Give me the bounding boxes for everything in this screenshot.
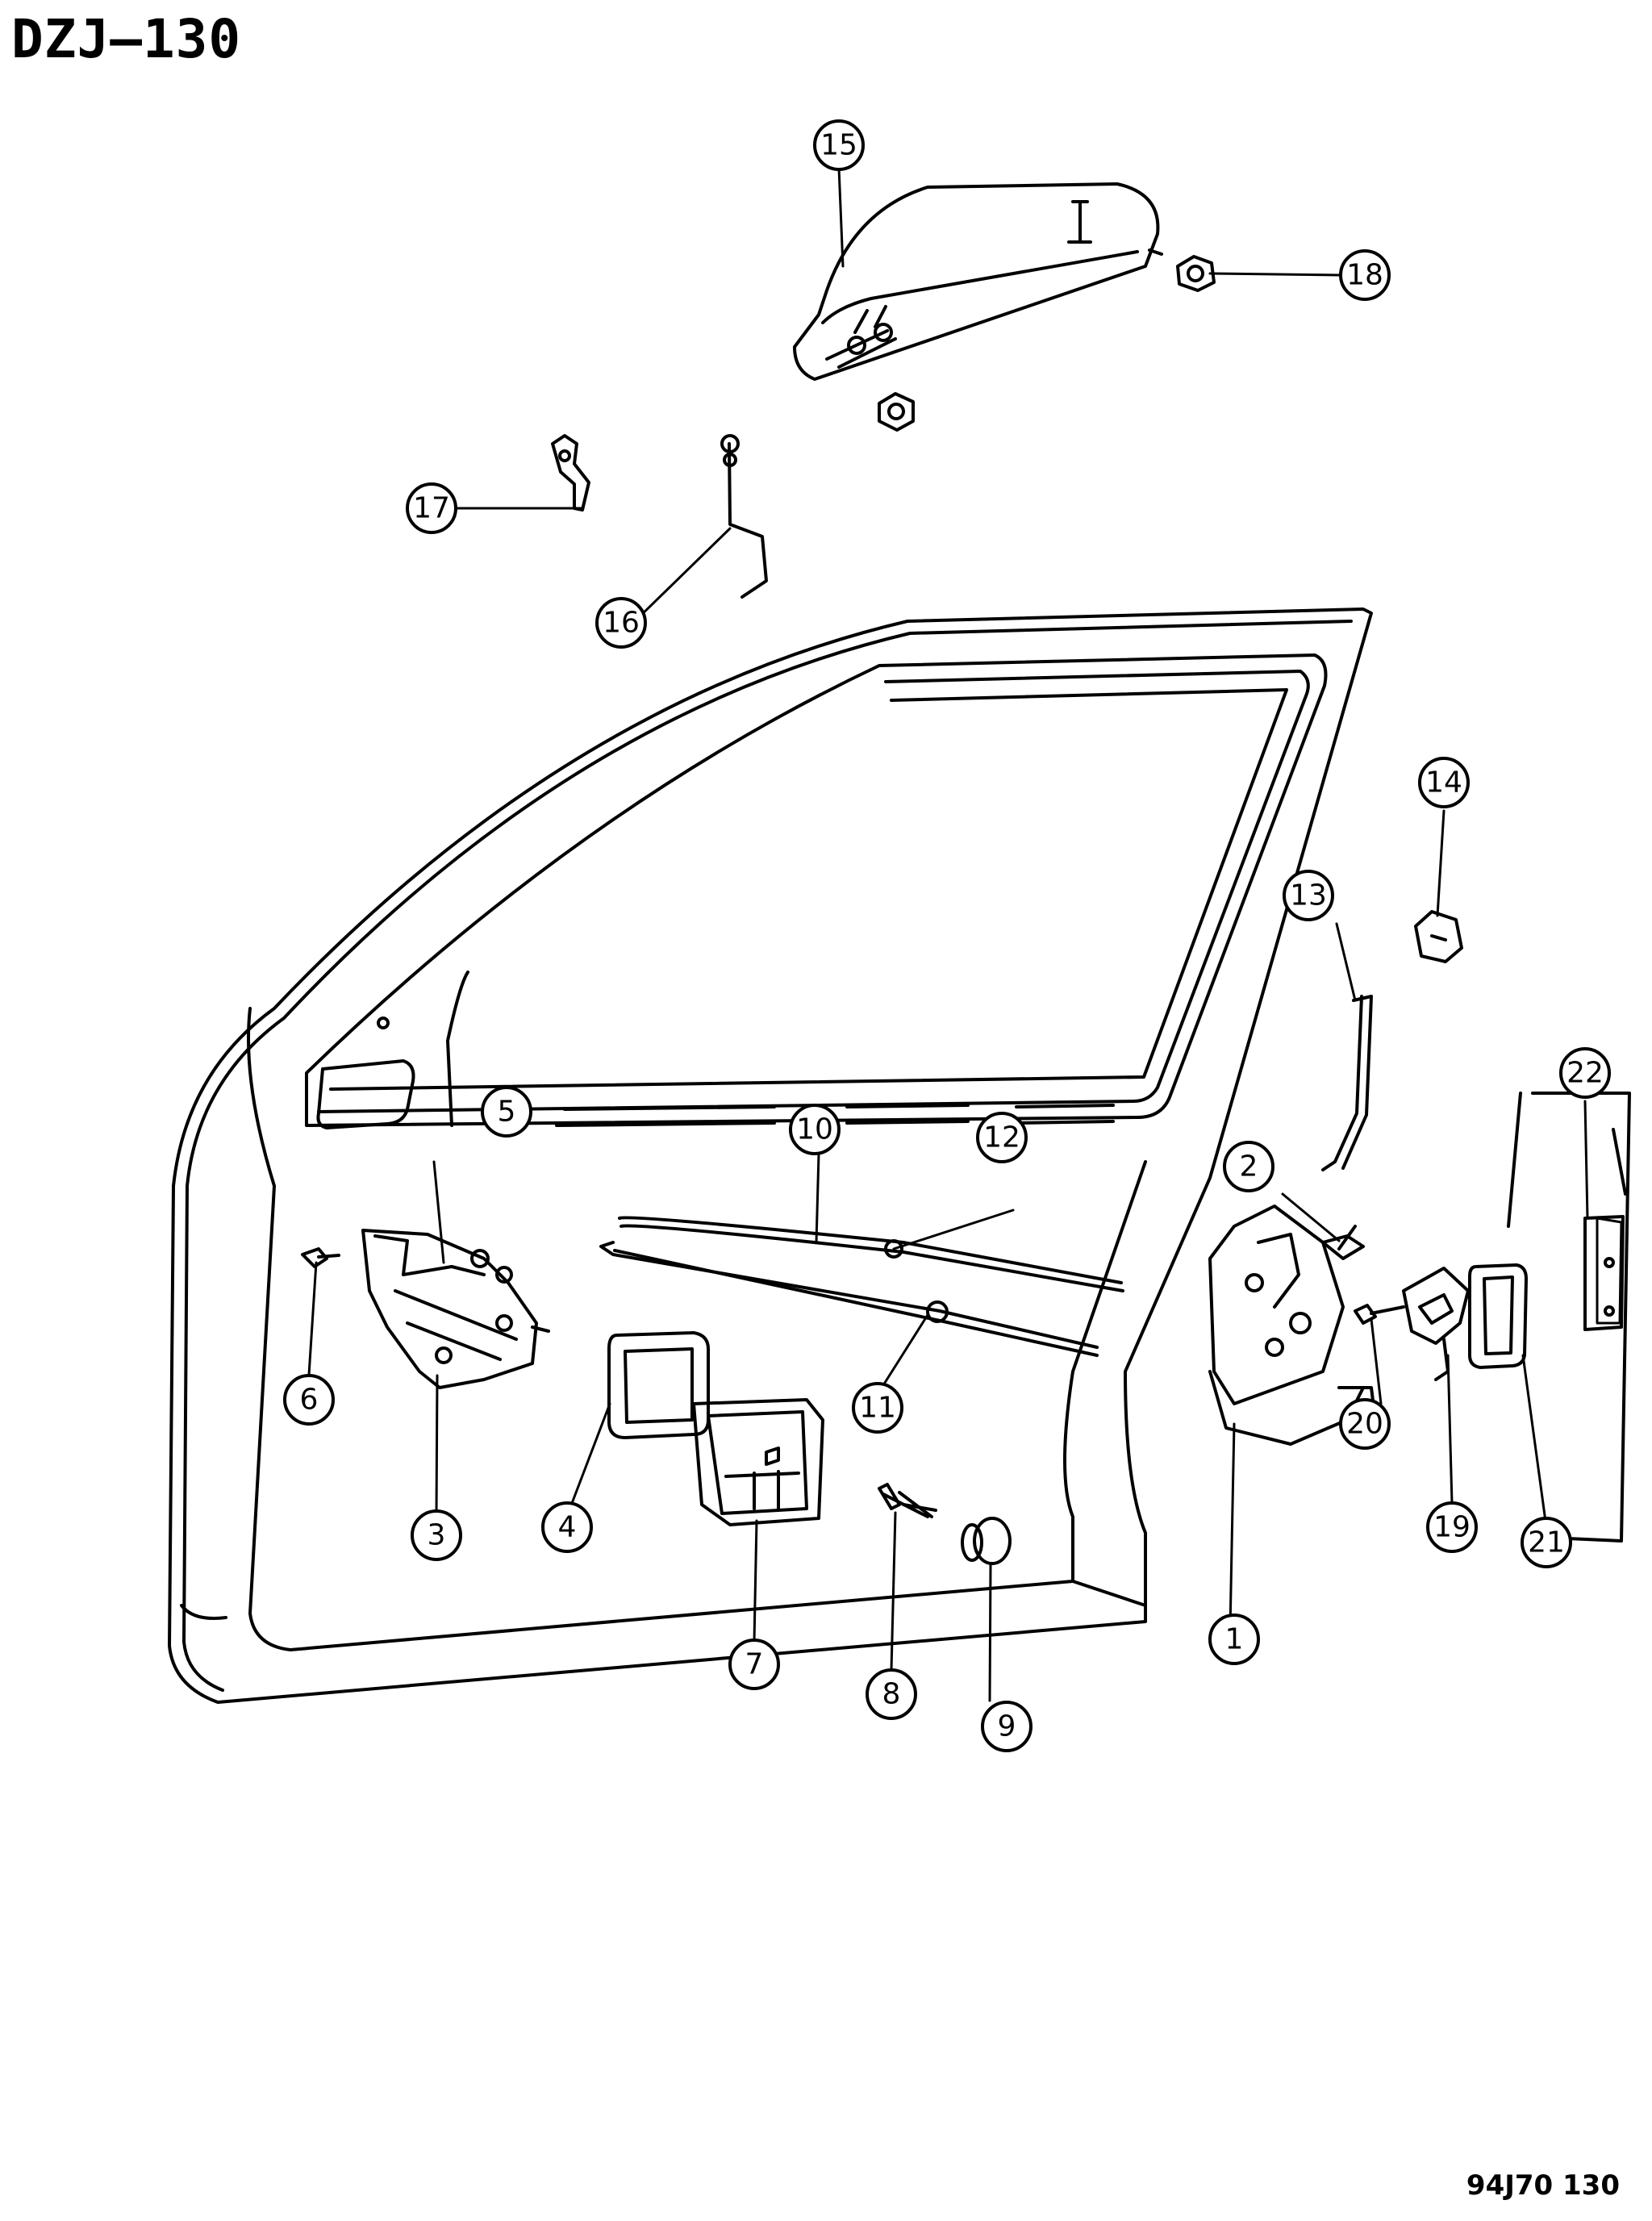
callout-label: 15	[820, 129, 857, 162]
callout-label: 19	[1433, 1511, 1471, 1544]
callout-11: 11	[852, 1382, 903, 1434]
callout-label: 16	[603, 607, 640, 640]
bezel-screw	[878, 1483, 937, 1518]
callout-17: 17	[406, 482, 457, 534]
callout-13: 13	[1283, 870, 1334, 921]
callout-label: 12	[983, 1121, 1020, 1154]
leader-lines	[307, 166, 1589, 1702]
callout-label: 2	[1240, 1150, 1258, 1184]
callout-label: 20	[1346, 1408, 1383, 1441]
callout-label: 10	[796, 1113, 833, 1146]
callout-8: 8	[866, 1668, 917, 1720]
callout-21: 21	[1521, 1517, 1572, 1568]
handle-nut-front	[878, 392, 915, 432]
callout-19: 19	[1426, 1501, 1478, 1553]
diagram-title: DZJ–130	[11, 8, 242, 70]
striker-screw	[1354, 1304, 1405, 1325]
handle-control-rod	[720, 434, 768, 599]
callout-14: 14	[1418, 757, 1470, 808]
callout-18: 18	[1339, 249, 1391, 301]
rod-retainer-clip	[1414, 910, 1463, 963]
callout-label: 17	[413, 492, 450, 525]
callout-label: 21	[1528, 1526, 1565, 1559]
striker-plate	[1583, 1215, 1625, 1331]
callout-7: 7	[728, 1639, 780, 1690]
handle-gasket	[607, 1331, 710, 1439]
callout-10: 10	[789, 1104, 841, 1155]
callout-1: 1	[1208, 1614, 1260, 1665]
callout-label: 7	[745, 1648, 764, 1681]
latch-screw	[1321, 1225, 1365, 1260]
callout-label: 3	[428, 1519, 446, 1552]
lock-bezel	[692, 1398, 824, 1526]
callout-label: 14	[1425, 766, 1462, 799]
callout-label: 9	[998, 1710, 1016, 1743]
latch-rods	[599, 1216, 1124, 1357]
screw-cap	[961, 1517, 1012, 1565]
handle-nut-rear	[1176, 255, 1216, 292]
door-shell	[168, 607, 1373, 1704]
callout-12: 12	[976, 1112, 1028, 1163]
lock-rod	[1321, 995, 1373, 1171]
callout-label: 4	[558, 1511, 577, 1544]
rod-clip	[551, 434, 590, 511]
callout-15: 15	[813, 119, 865, 171]
callout-label: 1	[1225, 1623, 1244, 1656]
callout-2: 2	[1223, 1141, 1274, 1192]
callout-22: 22	[1559, 1047, 1611, 1099]
callout-20: 20	[1339, 1398, 1391, 1450]
callout-9: 9	[981, 1701, 1032, 1752]
outside-door-handle	[793, 182, 1163, 381]
callout-label: 18	[1346, 259, 1383, 292]
callout-6: 6	[283, 1374, 335, 1426]
callout-4: 4	[541, 1501, 593, 1553]
callout-label: 6	[300, 1384, 319, 1417]
callout-label: 22	[1566, 1057, 1604, 1090]
callout-label: 8	[882, 1678, 901, 1711]
drawing-code: 94J70 130	[1466, 2169, 1620, 2202]
inside-handle-assembly	[361, 1229, 550, 1389]
callout-16: 16	[595, 597, 647, 649]
handle-screw	[301, 1247, 340, 1268]
callout-label: 5	[498, 1096, 516, 1129]
callout-3: 3	[411, 1509, 462, 1561]
callout-label: 13	[1290, 879, 1327, 912]
callout-label: 11	[859, 1392, 896, 1425]
striker-shim	[1468, 1263, 1528, 1369]
callout-5: 5	[481, 1086, 532, 1138]
